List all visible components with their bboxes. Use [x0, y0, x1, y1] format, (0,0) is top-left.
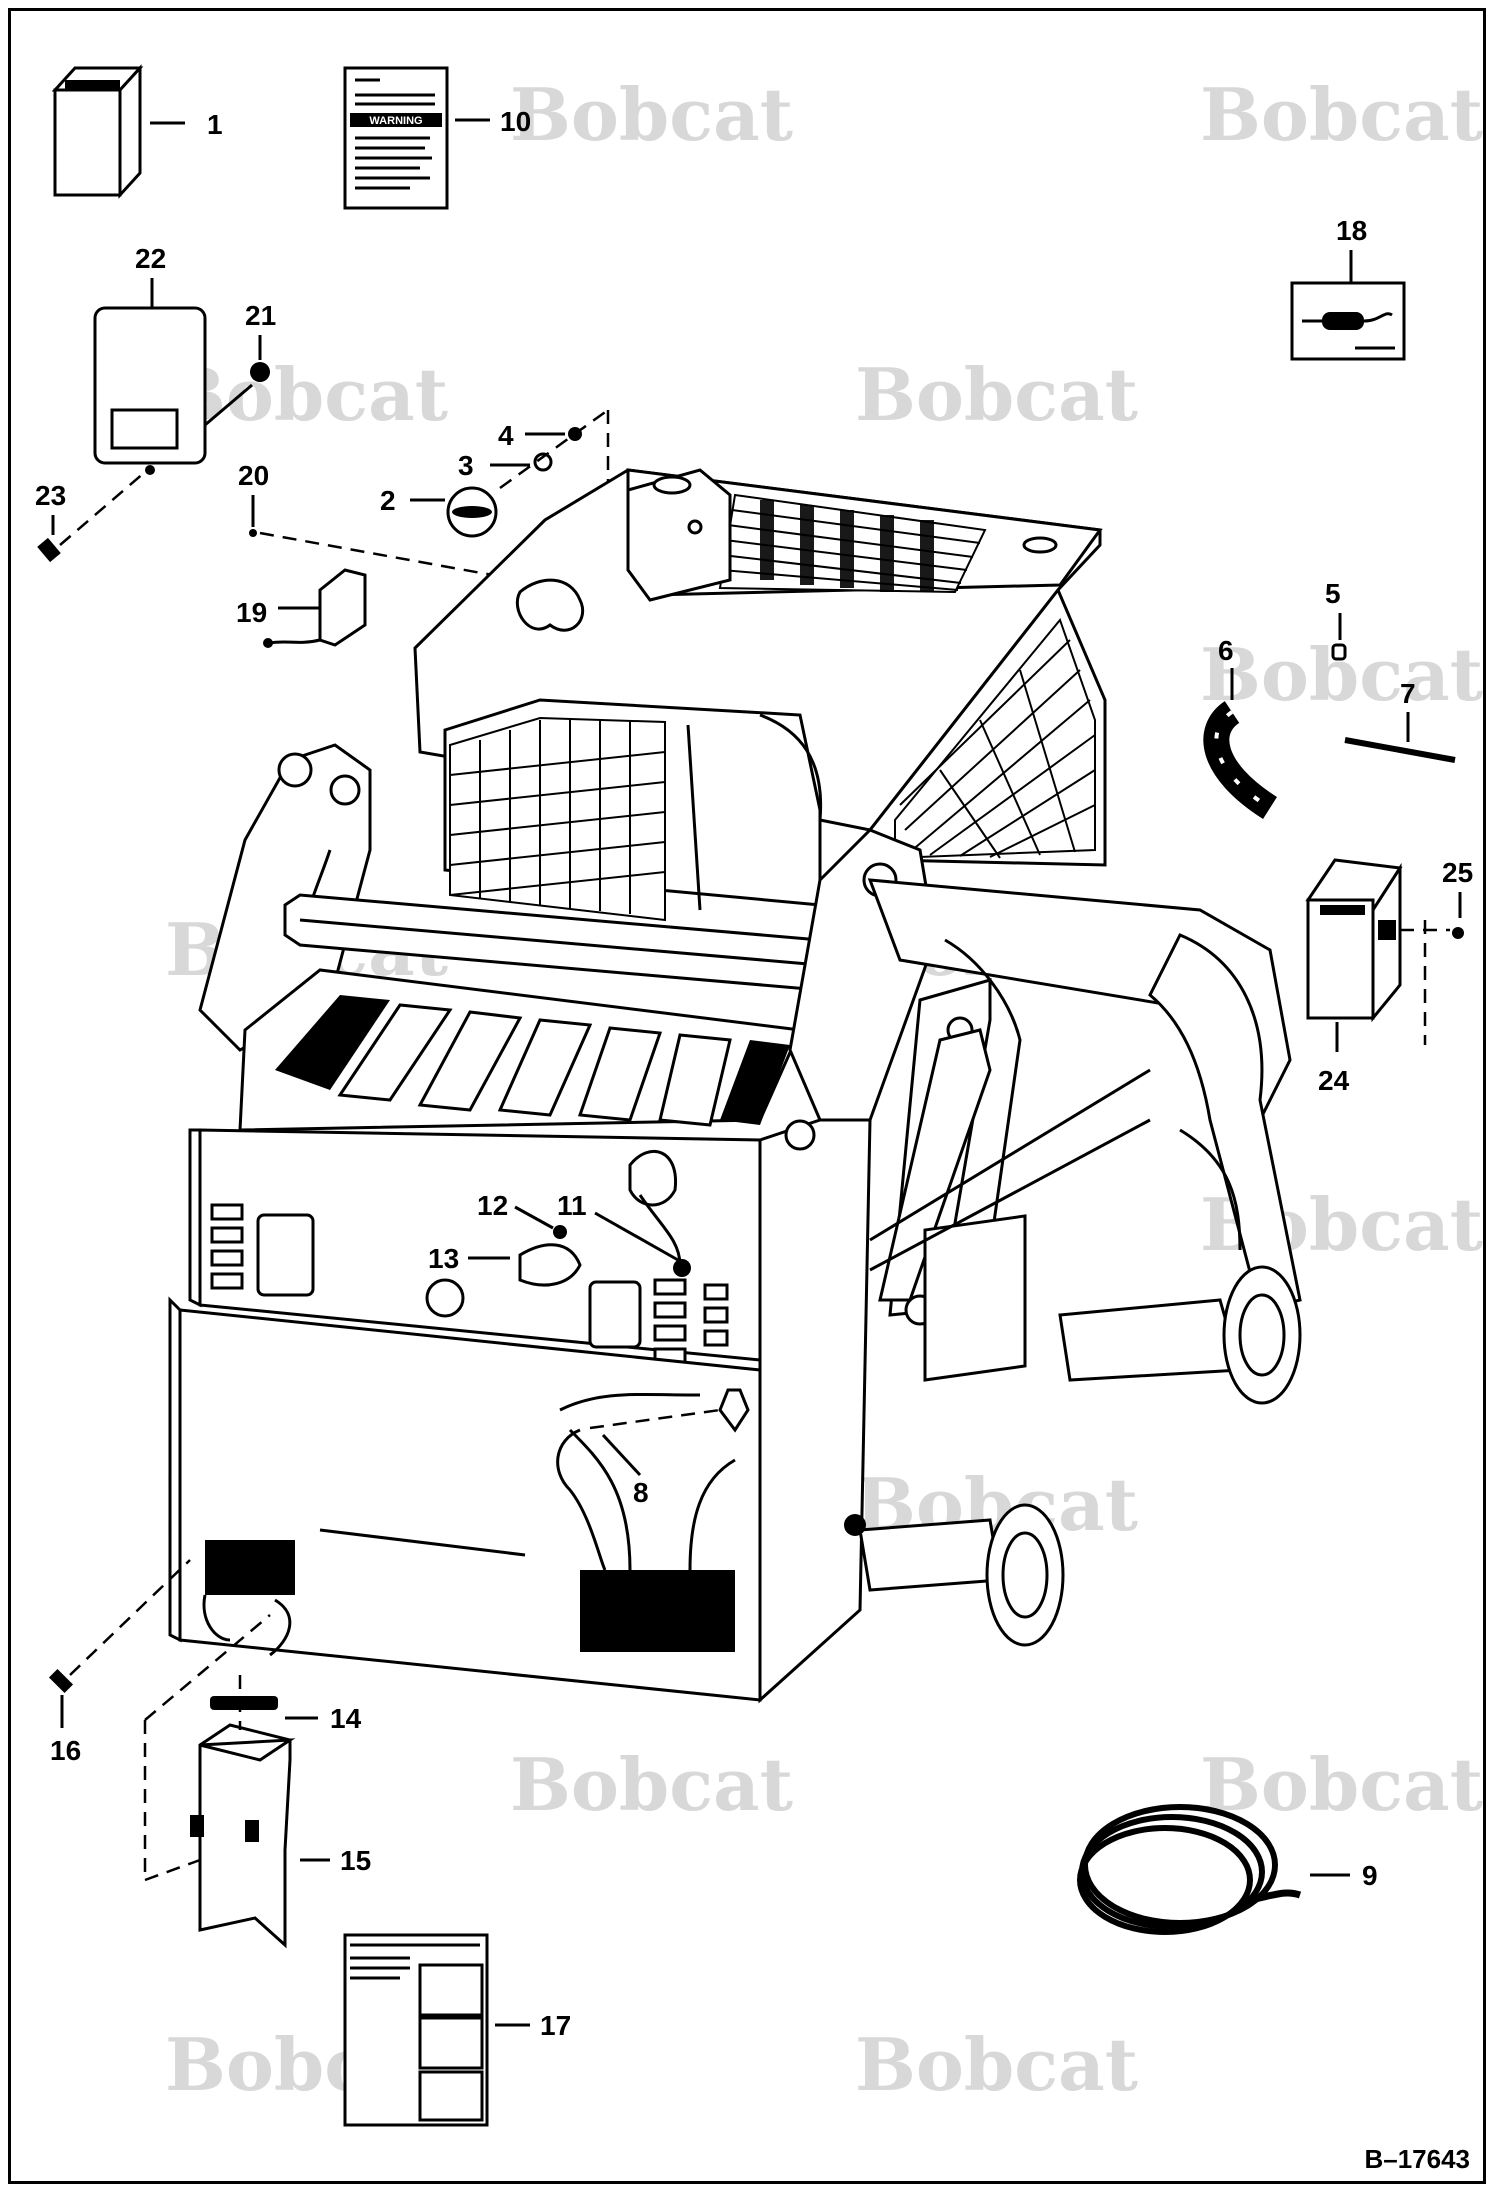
part-11-fastener: 11	[557, 1190, 679, 1262]
callout-9: 9	[1362, 1860, 1378, 1891]
watermark-item: Bobcat	[510, 1742, 793, 1827]
part-14-spring: 14	[144, 1614, 362, 1734]
part-21-nut: 21	[204, 300, 276, 427]
svg-text:Bobcat: Bobcat	[165, 352, 448, 437]
watermark-item: Bobcat	[510, 72, 793, 157]
callout-3: 3	[458, 450, 474, 481]
watermark-item: Bobcat	[855, 352, 1138, 437]
svg-text:Bobcat: Bobcat	[855, 2022, 1138, 2107]
watermark-item: Bobcat	[165, 352, 448, 437]
callout-2: 2	[380, 485, 396, 516]
callout-11: 11	[557, 1190, 587, 1221]
part-2-cap: 2	[380, 485, 498, 538]
callout-25: 25	[1442, 857, 1473, 888]
svg-text:Bobcat: Bobcat	[855, 352, 1138, 437]
callout-15: 15	[340, 1845, 371, 1876]
skid-steer-loader-body	[168, 468, 1302, 1704]
callout-13: 13	[428, 1243, 459, 1274]
part-18-muffler-decal: 18	[1290, 215, 1406, 361]
part-8-wiring-harness: 8	[556, 1408, 721, 1571]
svg-text:Bobcat: Bobcat	[510, 72, 793, 157]
callout-23: 23	[35, 480, 66, 511]
part-17-chart-decal: 17	[343, 1933, 571, 2127]
part-19-switch: 19	[236, 568, 367, 648]
callout-21: 21	[245, 300, 276, 331]
part-15-bracket: 15	[143, 1675, 371, 1949]
callout-16: 16	[50, 1735, 81, 1766]
callout-24: 24	[1318, 1065, 1350, 1096]
part-13-latch: 13	[428, 1243, 510, 1274]
part-6-hose: 6	[1203, 635, 1278, 819]
part-23-bolt: 23	[35, 471, 146, 563]
callout-12: 12	[477, 1190, 508, 1221]
svg-text:Bobcat: Bobcat	[510, 1742, 793, 1827]
callout-17: 17	[540, 2010, 571, 2041]
callout-20: 20	[238, 460, 269, 491]
callout-19: 19	[236, 597, 267, 628]
part-9-hose-coil: 9	[1077, 1804, 1378, 1935]
part-1-operator-manual: 1	[51, 64, 223, 199]
callout-14: 14	[330, 1703, 362, 1734]
callout-22: 22	[135, 243, 166, 274]
watermark-item: Bobcat	[1200, 1742, 1483, 1827]
callout-7: 7	[1400, 678, 1416, 709]
part-24-tool-box: 24	[1305, 858, 1403, 1096]
callout-4: 4	[498, 420, 514, 451]
svg-text:Bobcat: Bobcat	[1200, 1742, 1483, 1827]
callout-1: 1	[207, 109, 223, 140]
callout-5: 5	[1325, 578, 1341, 609]
callout-8: 8	[633, 1477, 649, 1508]
part-20-clip: 20	[238, 460, 521, 582]
part-10-warning-decal: WARNING 10	[343, 66, 531, 210]
callout-6: 6	[1218, 635, 1234, 666]
part-16-bolt: 16	[48, 1559, 191, 1766]
part-22-cover-plate: 22	[93, 243, 207, 475]
figure-reference: B–17643	[1364, 2144, 1470, 2174]
svg-text:Bobcat: Bobcat	[1200, 72, 1483, 157]
part-12-screw: 12	[477, 1190, 554, 1230]
part-3-washer: 3	[458, 408, 609, 490]
part-7-rod: 7	[1344, 678, 1456, 763]
callout-18: 18	[1336, 215, 1367, 246]
watermark-item: Bobcat	[1200, 72, 1483, 157]
part-5-plug: 5	[1325, 578, 1347, 661]
part-25-screw: 25	[1400, 857, 1473, 1045]
callout-10: 10	[500, 106, 531, 137]
watermark-item: Bobcat	[855, 2022, 1138, 2107]
decal-warning-word: WARNING	[369, 115, 422, 127]
